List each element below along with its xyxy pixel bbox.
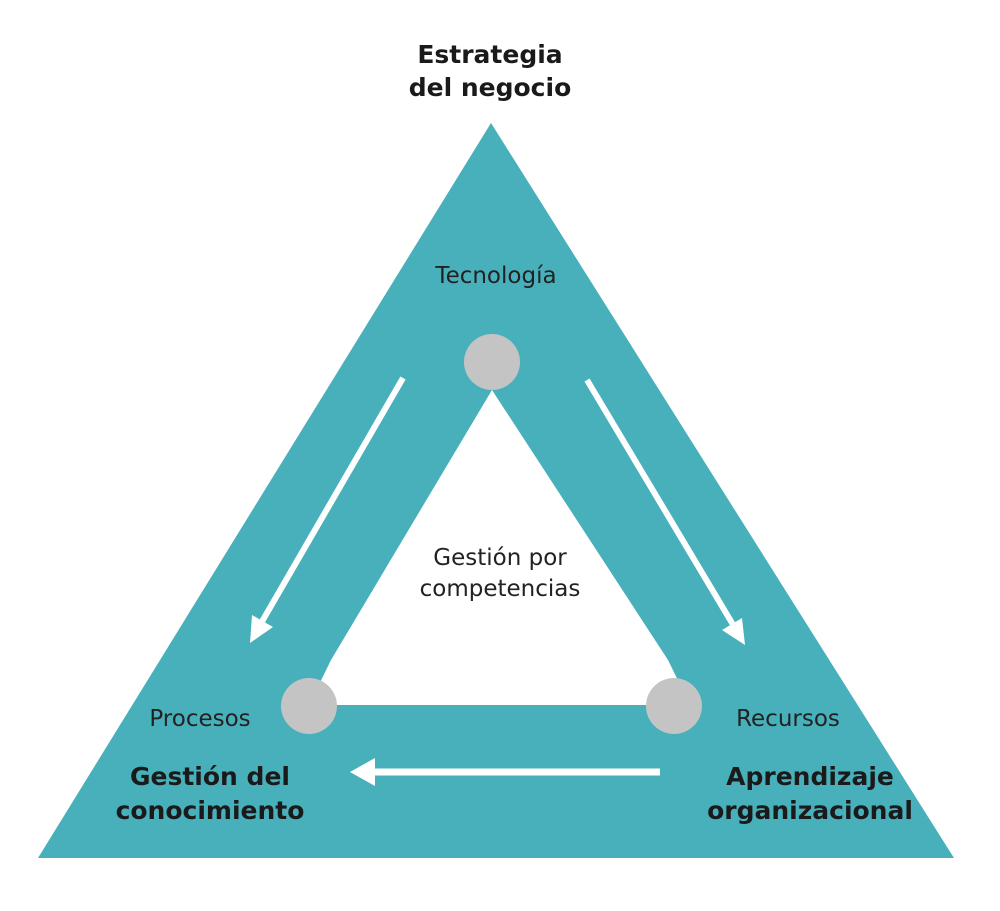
center-label: Gestión por competencias	[380, 543, 620, 605]
node-right-circle	[646, 678, 702, 734]
center-label-line-1: Gestión por	[433, 545, 567, 571]
node-top-label: Tecnología	[435, 263, 557, 289]
bottom-right-title-line-2: organizacional	[707, 796, 913, 825]
arrow-right-side	[584, 378, 745, 645]
bottom-band	[309, 660, 690, 705]
node-top-circle	[464, 334, 520, 390]
node-right-label: Recursos	[736, 706, 840, 732]
arrow-bottom	[350, 758, 660, 786]
inner-triangle	[331, 390, 668, 660]
top-title: Estrategia del negocio	[340, 38, 640, 104]
node-left-circle	[281, 678, 337, 734]
top-title-line-1: Estrategia	[417, 40, 563, 69]
bottom-left-title: Gestión del conocimiento	[80, 760, 340, 828]
bottom-left-title-line-2: conocimiento	[115, 796, 305, 825]
node-left-label: Procesos	[149, 706, 251, 732]
bottom-right-title-line-1: Aprendizaje	[726, 762, 894, 791]
bottom-left-title-line-1: Gestión del	[130, 762, 290, 791]
arrow-left-side	[250, 376, 406, 643]
bottom-right-title: Aprendizaje organizacional	[660, 760, 960, 828]
center-label-line-2: competencias	[419, 576, 581, 603]
top-title-line-2: del negocio	[408, 73, 572, 102]
